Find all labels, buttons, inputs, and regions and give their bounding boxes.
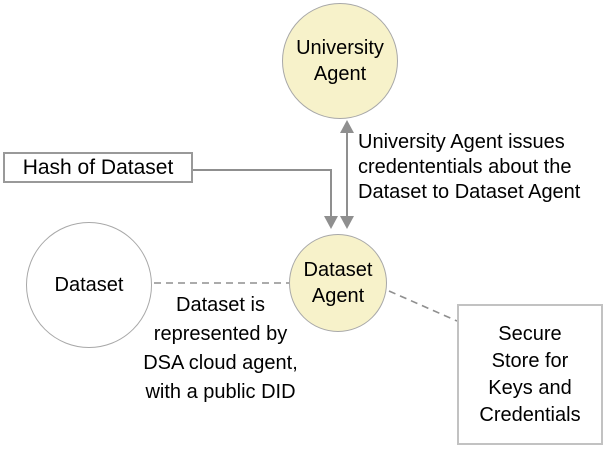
agent-securestore-dashed-link — [388, 290, 458, 322]
node-dataset: Dataset — [26, 222, 152, 348]
hash-of-dataset-box: Hash of Dataset — [3, 152, 193, 183]
secure-store-box: Secure Store for Keys and Credentials — [457, 304, 603, 445]
dataset-agent-label: Dataset Agent — [303, 259, 373, 307]
arrowhead-down-icon — [324, 216, 338, 229]
dataset-label: Dataset — [54, 274, 124, 296]
node-dataset-agent: Dataset Agent — [289, 234, 387, 332]
hash-of-dataset-label: Hash of Dataset — [22, 155, 174, 179]
secure-store-label: Secure Store for Keys and Credentials — [479, 322, 581, 426]
node-university-agent: University Agent — [282, 3, 398, 119]
dataset-representation-caption: Dataset is represented by DSA cloud agen… — [143, 294, 298, 403]
arrowhead-down-icon — [340, 216, 354, 229]
arrowhead-up-icon — [340, 120, 354, 133]
credential-issue-annotation: University Agent issues credententials a… — [358, 131, 581, 203]
hash-connector-line — [193, 169, 332, 216]
university-agent-label: University Agent — [296, 37, 384, 85]
